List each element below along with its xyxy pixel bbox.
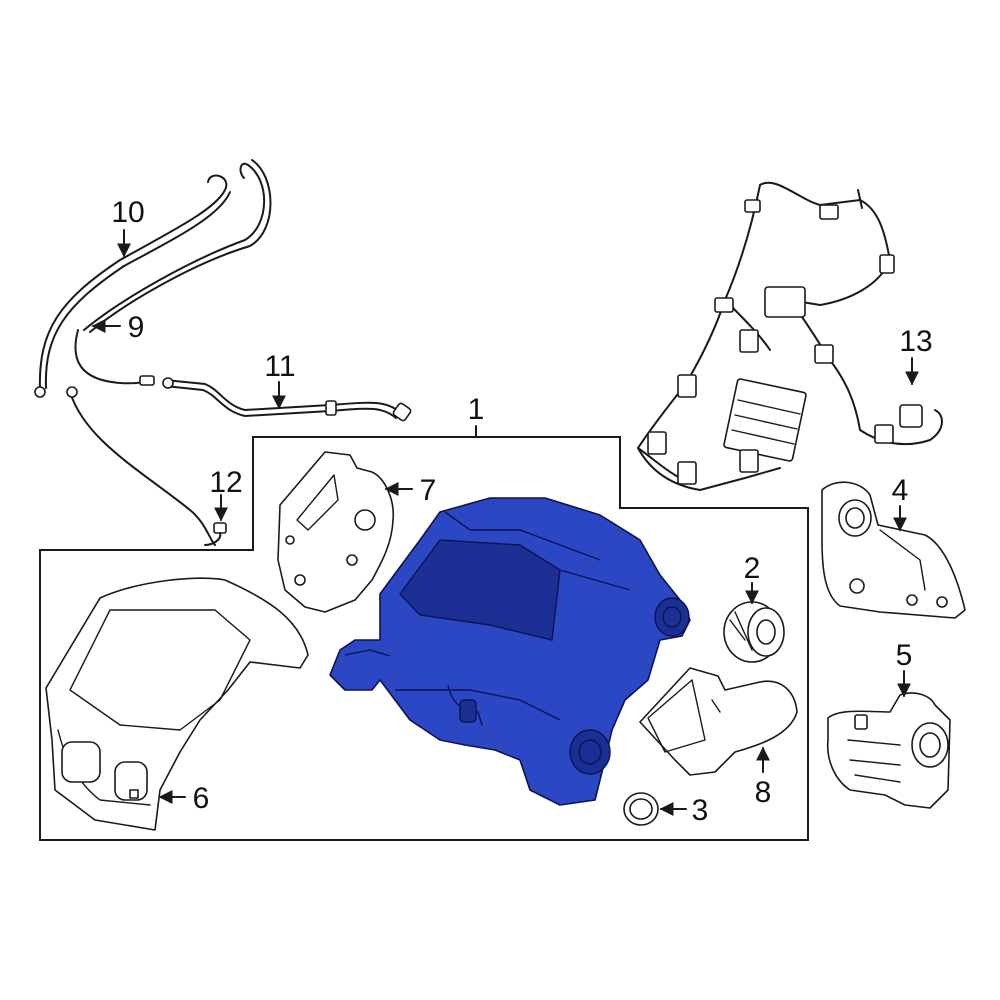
- clip-part-12[interactable]: [204, 522, 227, 546]
- tube-part-10[interactable]: [34, 174, 231, 398]
- callout-5: 5: [896, 639, 913, 672]
- seal-ring-part-3[interactable]: [623, 792, 659, 826]
- callout-8: 8: [755, 776, 772, 809]
- callout-7: 7: [420, 474, 437, 507]
- callout-13: 13: [899, 325, 932, 358]
- callout-12: 12: [209, 466, 242, 499]
- panel-part-7[interactable]: [277, 451, 395, 613]
- callout-4: 4: [892, 474, 909, 507]
- cover-part-6[interactable]: [45, 577, 309, 831]
- hose-part-11[interactable]: [162, 377, 412, 422]
- callout-1: 1: [468, 393, 485, 426]
- hvac-module-part-1[interactable]: [329, 497, 691, 806]
- callout-3: 3: [692, 794, 709, 827]
- air-duct-part-8[interactable]: [639, 667, 798, 776]
- callout-10: 10: [111, 196, 144, 229]
- mount-bracket-part-4[interactable]: [821, 481, 966, 619]
- assembly-frame: [39, 436, 809, 841]
- callout-11: 11: [264, 350, 295, 383]
- callout-2: 2: [744, 552, 761, 585]
- tube-part-9[interactable]: [66, 159, 272, 546]
- actuator-part-2[interactable]: [723, 601, 785, 663]
- callout-9: 9: [128, 311, 145, 344]
- callout-6: 6: [193, 782, 210, 815]
- blower-housing-part-5[interactable]: [826, 692, 951, 809]
- wiring-harness-part-13[interactable]: [637, 181, 943, 491]
